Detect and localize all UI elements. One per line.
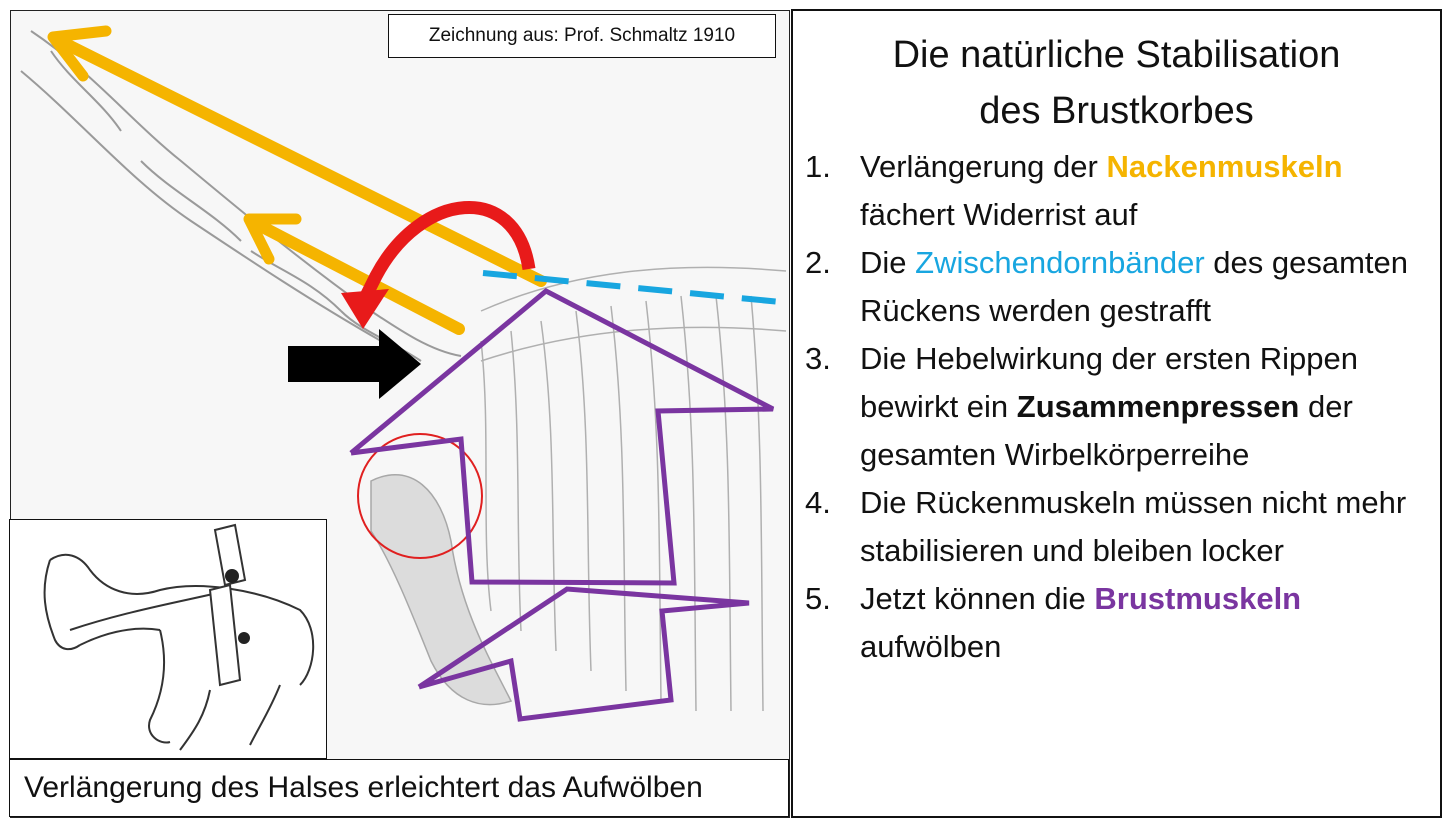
neck-vertebrae-sketch (20, 30, 462, 362)
brust-outline-lower (417, 586, 750, 722)
point-number: 5. (805, 581, 831, 616)
point-text-rest: fächert Widerrist auf (860, 197, 1138, 232)
first-rib-circle (357, 433, 483, 559)
nacken-arrow-upper-head (47, 25, 112, 82)
horse-sketch (43, 523, 315, 751)
caption: Verlängerung des Halses erleichtert das … (9, 759, 789, 817)
point-text-rest: des gesamten Rückens werden gestrafft (860, 245, 1409, 328)
nacken-arrow-lower (245, 215, 465, 335)
point-text: Die Rückenmuskeln müssen nicht mehr stab… (860, 485, 1407, 568)
horse-inset (9, 519, 327, 759)
point-text-rest: aufwölben (860, 629, 1002, 664)
ribs-sketch (480, 266, 787, 712)
red-curved-arrow (341, 200, 536, 329)
point-item: 2. Die Zwischendornbänder des gesamten R… (805, 239, 1435, 335)
point-item: 3. Die Hebelwirkung der ersten Rippen be… (805, 335, 1435, 479)
point-text: Verlängerung der (860, 149, 1107, 184)
point-number: 3. (805, 341, 831, 376)
title-line-2: des Brustkorbes (979, 90, 1254, 132)
point-number: 1. (805, 149, 831, 184)
point-item: 5. Jetzt können die Brustmuskeln aufwölb… (805, 575, 1435, 671)
point-text: Die (860, 245, 916, 280)
black-arrow (288, 329, 421, 399)
point-number: 4. (805, 485, 831, 520)
point-highlight: Brustmuskeln (1094, 581, 1302, 616)
credit-box: Zeichnung aus: Prof. Schmaltz 1910 (388, 14, 776, 58)
title-line-1: Die natürliche Stabilisation (892, 34, 1341, 76)
explanation-panel: Die natürliche Stabilisation des Brustko… (791, 9, 1442, 818)
nacken-arrow-upper (50, 33, 547, 287)
point-text: Die Hebelwirkung der ersten Rippen bewir… (860, 341, 1358, 424)
point-text-rest: der gesamten Wirbelkörperreihe (860, 389, 1353, 472)
nacken-arrows (47, 25, 547, 335)
point-item: 1. Verlängerung der Nackenmuskeln fächer… (805, 143, 1435, 239)
nacken-arrow-lower-head (243, 213, 302, 265)
point-number: 2. (805, 245, 831, 280)
point-highlight: Zwischendornbänder (915, 245, 1205, 280)
panel-title: Die natürliche Stabilisation des Brustko… (793, 27, 1440, 139)
point-highlight: Nackenmuskeln (1106, 149, 1343, 184)
point-text: Jetzt können die (860, 581, 1095, 616)
points-list: 1. Verlängerung der Nackenmuskeln fächer… (805, 143, 1435, 671)
brust-outline-upper (349, 288, 775, 586)
point-item: 4. Die Rückenmuskeln müssen nicht mehr s… (805, 479, 1435, 575)
skeleton-drawing (20, 25, 791, 722)
point-highlight: Zusammenpressen (1016, 389, 1300, 424)
